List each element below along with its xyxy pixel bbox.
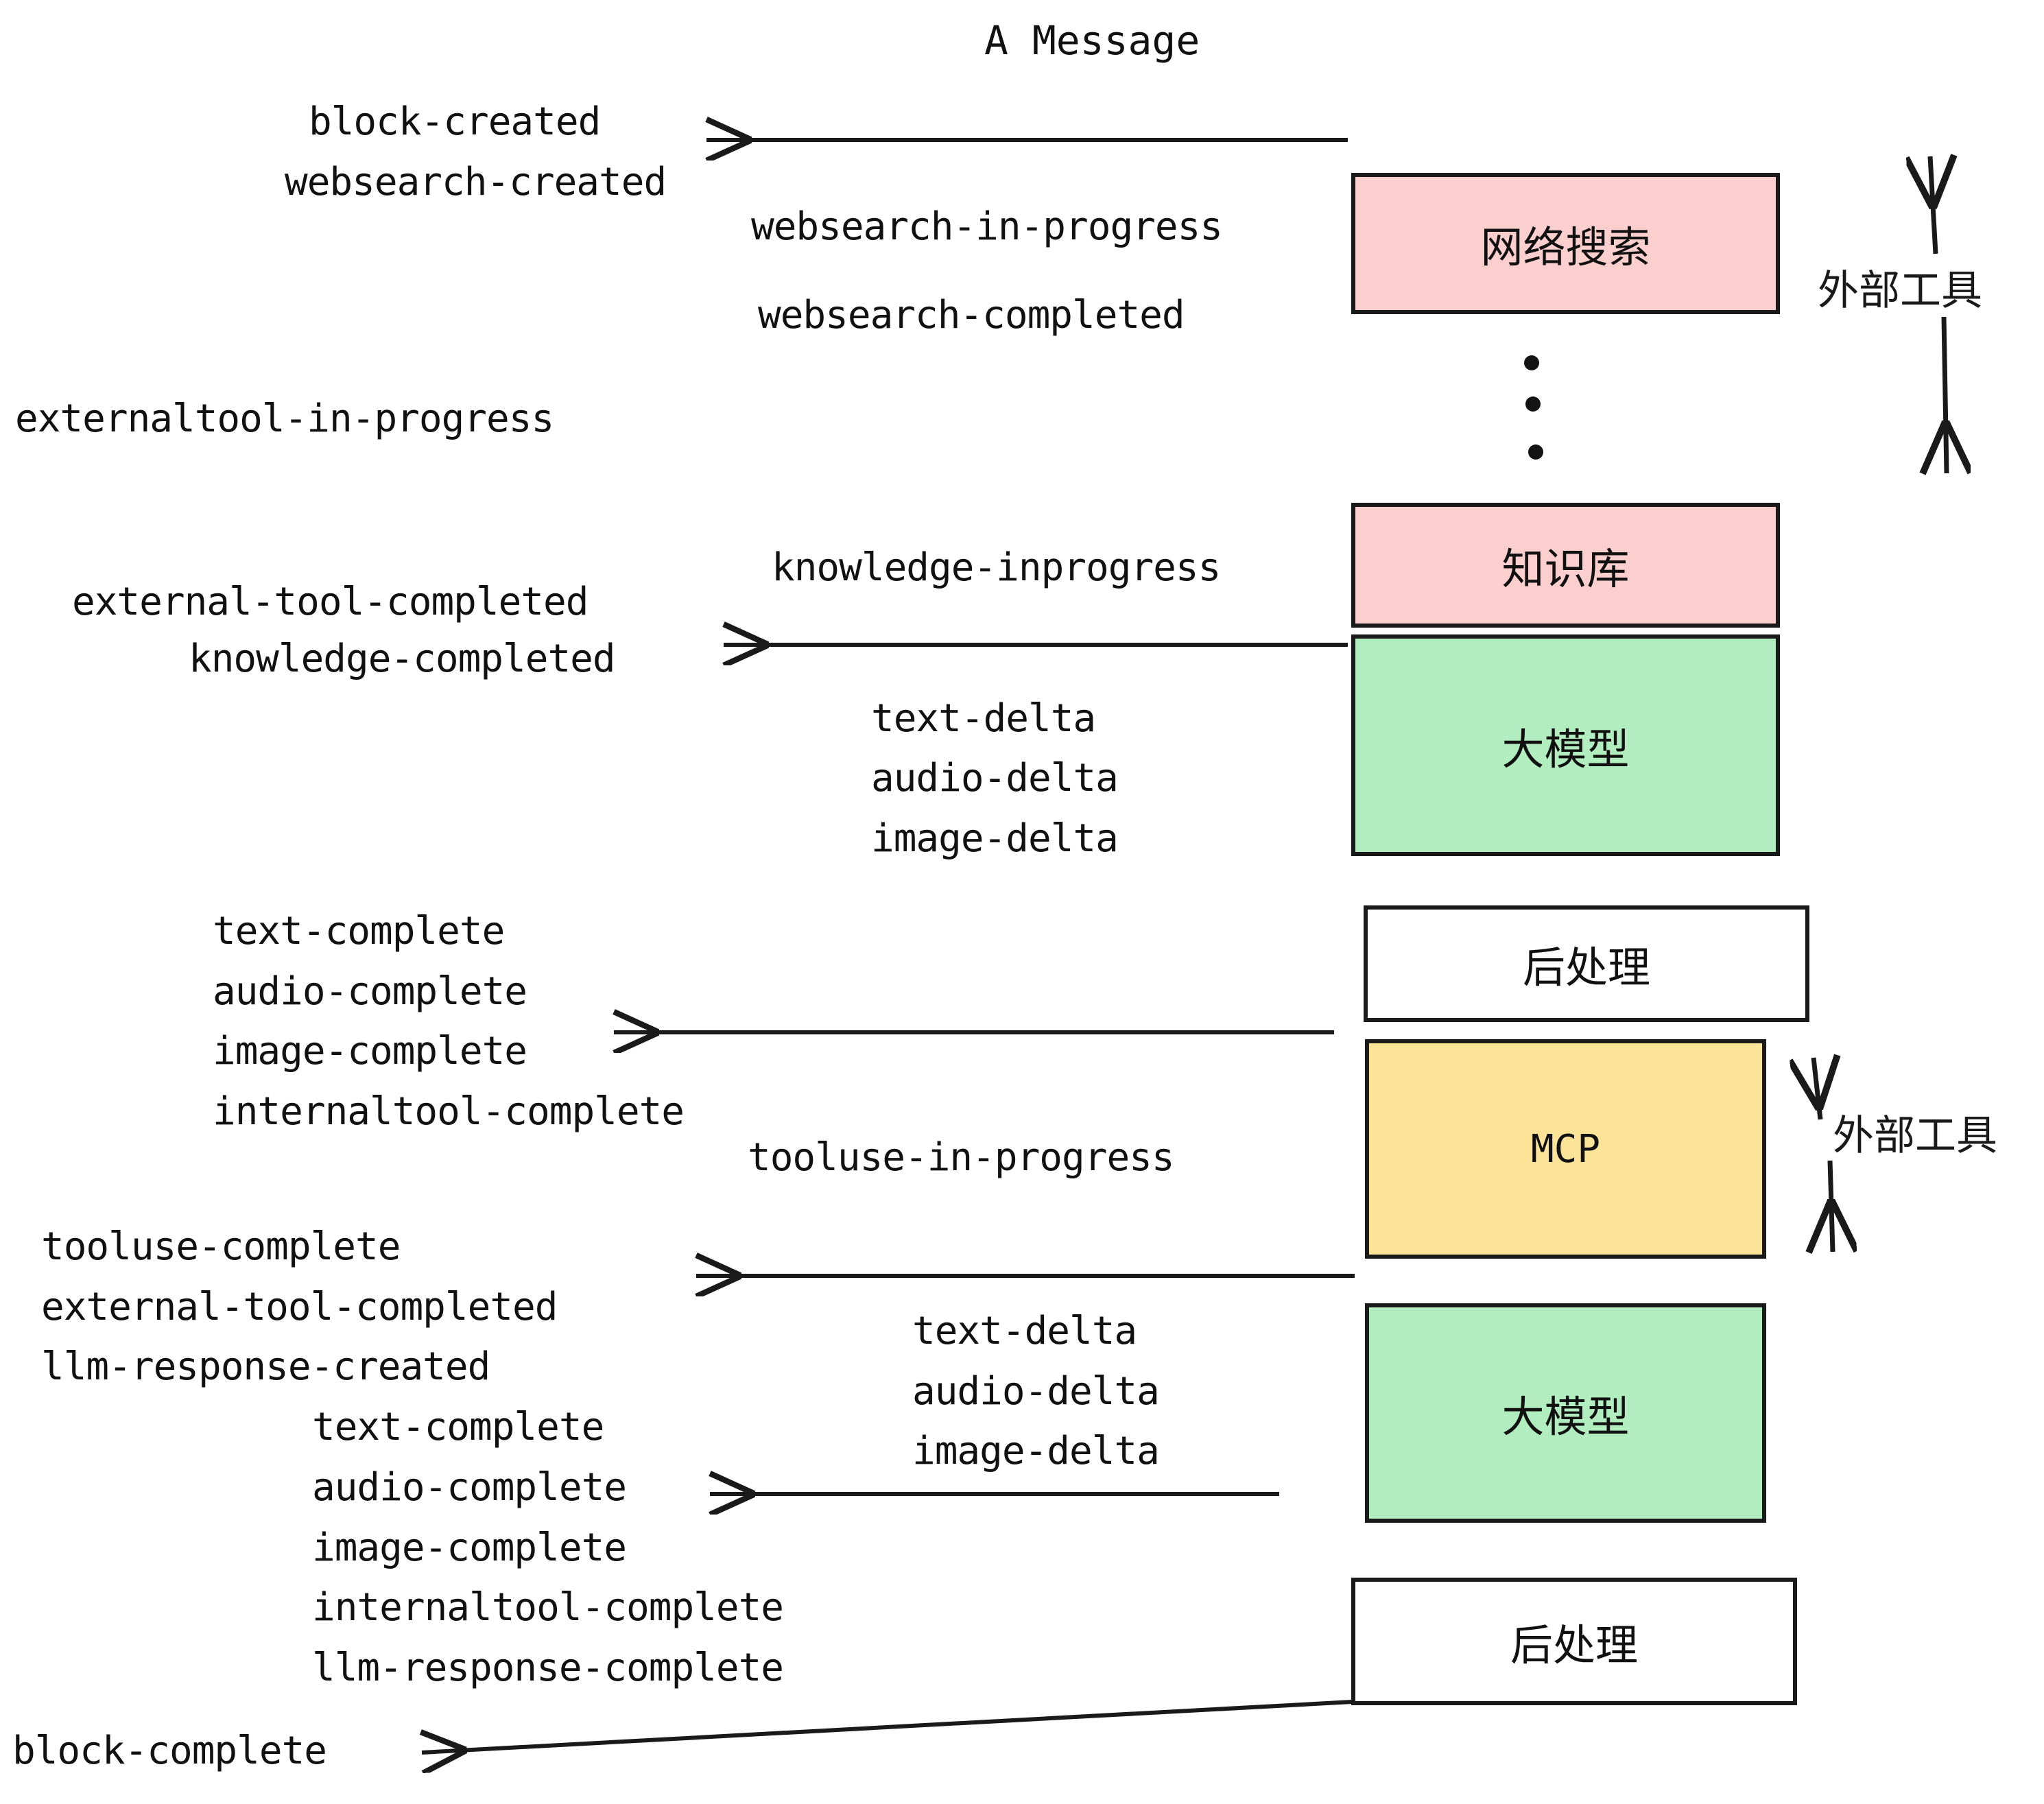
node-websearch: 网络搜索 — [1351, 173, 1780, 314]
node-knowledge: 知识库 — [1351, 503, 1780, 628]
side-label-external-tools-top: 外部工具 — [1818, 267, 1982, 315]
event-externaltool-in-progress: externaltool-in-progress — [15, 396, 554, 441]
arrow-external-tools-top-up — [1930, 156, 1936, 254]
event-websearch-completed: websearch-completed — [758, 293, 1185, 337]
event-image-delta-1: image-delta — [871, 816, 1119, 861]
node-postprocess-1-label: 后处理 — [1522, 942, 1650, 993]
event-audio-complete-1: audio-complete — [213, 969, 527, 1014]
event-image-complete-2: image-complete — [312, 1526, 627, 1570]
event-text-delta-1: text-delta — [871, 696, 1096, 741]
event-text-delta-2: text-delta — [912, 1309, 1137, 1353]
event-llm-response-created: llm-response-created — [41, 1344, 490, 1389]
event-external-tool-completed-1: external-tool-completed — [72, 580, 589, 624]
event-websearch-created: websearch-created — [285, 160, 667, 204]
arrow-postprocess2-to-block-complete — [422, 1699, 1366, 1753]
event-text-complete-2: text-complete — [312, 1405, 604, 1449]
node-postprocess-2: 后处理 — [1351, 1578, 1797, 1705]
side-label-external-tools-bottom: 外部工具 — [1833, 1112, 1997, 1160]
event-external-tool-completed-2: external-tool-completed — [41, 1285, 558, 1329]
node-knowledge-label: 知识库 — [1501, 544, 1630, 594]
arrow-external-tools-bottom-down — [1830, 1160, 1833, 1252]
event-block-complete: block-complete — [12, 1729, 327, 1773]
event-image-delta-2: image-delta — [912, 1429, 1160, 1473]
ellipsis-dot-1 — [1524, 355, 1539, 370]
node-llm-2-label: 大模型 — [1501, 1392, 1630, 1442]
event-audio-delta-1: audio-delta — [871, 756, 1119, 800]
event-audio-complete-2: audio-complete — [312, 1465, 627, 1510]
event-image-complete-1: image-complete — [213, 1029, 527, 1073]
event-text-complete-1: text-complete — [213, 909, 505, 953]
ellipsis-dot-3 — [1528, 444, 1543, 460]
node-postprocess-1: 后处理 — [1364, 905, 1809, 1022]
event-tooluse-in-progress: tooluse-in-progress — [748, 1135, 1175, 1180]
diagram-title: A Message — [984, 17, 1200, 64]
event-tooluse-complete: tooluse-complete — [41, 1224, 401, 1269]
event-audio-delta-2: audio-delta — [912, 1369, 1160, 1414]
arrow-external-tools-top-down — [1944, 316, 1947, 473]
arrow-external-tools-bottom-up — [1814, 1058, 1820, 1120]
node-postprocess-2-label: 后处理 — [1510, 1620, 1638, 1670]
event-knowledge-inprogress: knowledge-inprogress — [772, 545, 1221, 590]
node-llm-2: 大模型 — [1365, 1303, 1766, 1523]
event-knowledge-completed: knowledge-completed — [189, 637, 616, 681]
node-llm-1-label: 大模型 — [1501, 724, 1630, 774]
node-mcp: MCP — [1365, 1039, 1766, 1259]
node-mcp-label: MCP — [1530, 1126, 1601, 1172]
event-block-created: block-created — [309, 99, 601, 144]
ellipsis-dot-2 — [1525, 396, 1541, 412]
event-internaltool-complete-1: internaltool-complete — [213, 1089, 685, 1134]
event-websearch-in-progress: websearch-in-progress — [751, 204, 1223, 249]
node-llm-1: 大模型 — [1351, 634, 1780, 856]
node-websearch-label: 网络搜索 — [1480, 222, 1651, 272]
event-llm-response-complete: llm-response-complete — [312, 1646, 784, 1690]
event-internaltool-complete-2: internaltool-complete — [312, 1585, 784, 1630]
